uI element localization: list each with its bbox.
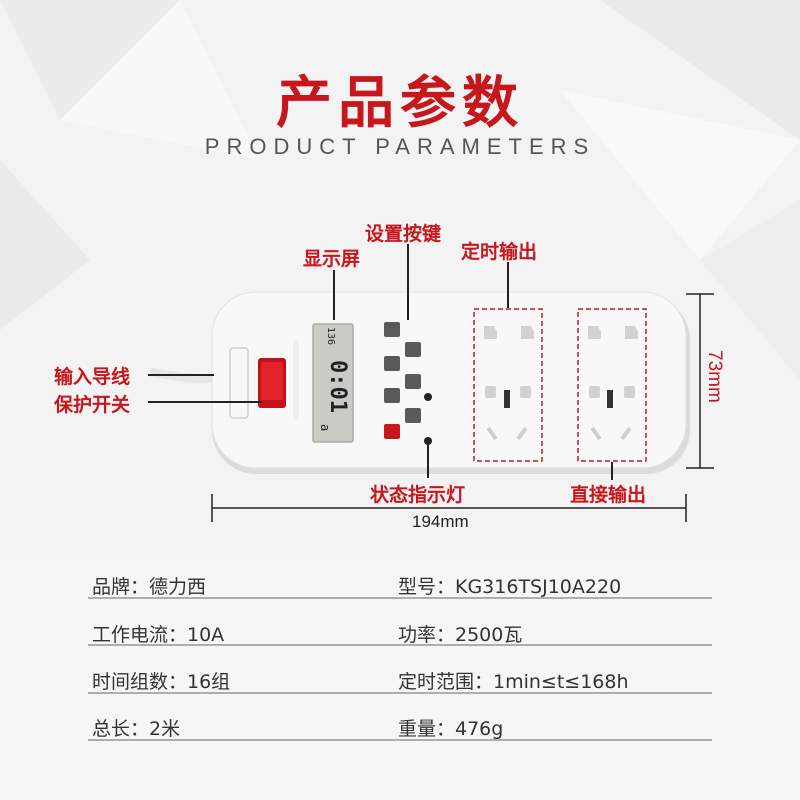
page-subtitle: PRODUCT PARAMETERS <box>204 134 596 159</box>
power-cord <box>149 367 215 384</box>
spec-length: 总长：2米 <box>92 718 181 740</box>
lcd-screen <box>312 323 354 443</box>
direct-sockets <box>588 326 638 441</box>
length-dimension-label: 194mm <box>412 512 469 531</box>
spec-brand: 品牌：德力西 <box>92 576 207 598</box>
direct-output-frame <box>577 308 647 462</box>
timer-indicator <box>424 393 432 401</box>
setting-buttons <box>384 322 421 439</box>
spec-weight: 重量：476g <box>398 718 504 740</box>
lcd-time-text: 0:01 <box>325 360 350 413</box>
timed-output-callout: 定时输出 <box>461 241 538 263</box>
spec-time-groups: 时间组数：16组 <box>92 671 231 693</box>
lcd-small-text: 136 <box>325 327 336 346</box>
lcd-bottom-text: a <box>318 424 332 432</box>
height-dimension-label: 73mm <box>704 350 725 403</box>
protect-switch-callout: 保护开关 <box>54 394 131 416</box>
brand-mark <box>229 347 249 419</box>
spec-power: 功率：2500瓦 <box>398 624 523 646</box>
status-light-callout: 状态指示灯 <box>370 484 466 506</box>
spec-current: 工作电流：10A <box>92 624 225 646</box>
direct-output-callout: 直接输出 <box>570 484 647 506</box>
input-wire-callout: 输入导线 <box>54 366 131 388</box>
buttons-callout: 设置按键 <box>365 223 442 245</box>
timed-output-frame <box>473 308 543 462</box>
display-callout: 显示屏 <box>303 248 361 270</box>
spec-timer-range: 定时范围：1min≤t≤168h <box>398 671 629 693</box>
timed-sockets <box>484 326 534 441</box>
power-indicator <box>424 437 432 445</box>
spec-model: 型号：KG316TSJ10A220 <box>398 576 622 598</box>
page-title: 产品参数 <box>276 71 524 136</box>
